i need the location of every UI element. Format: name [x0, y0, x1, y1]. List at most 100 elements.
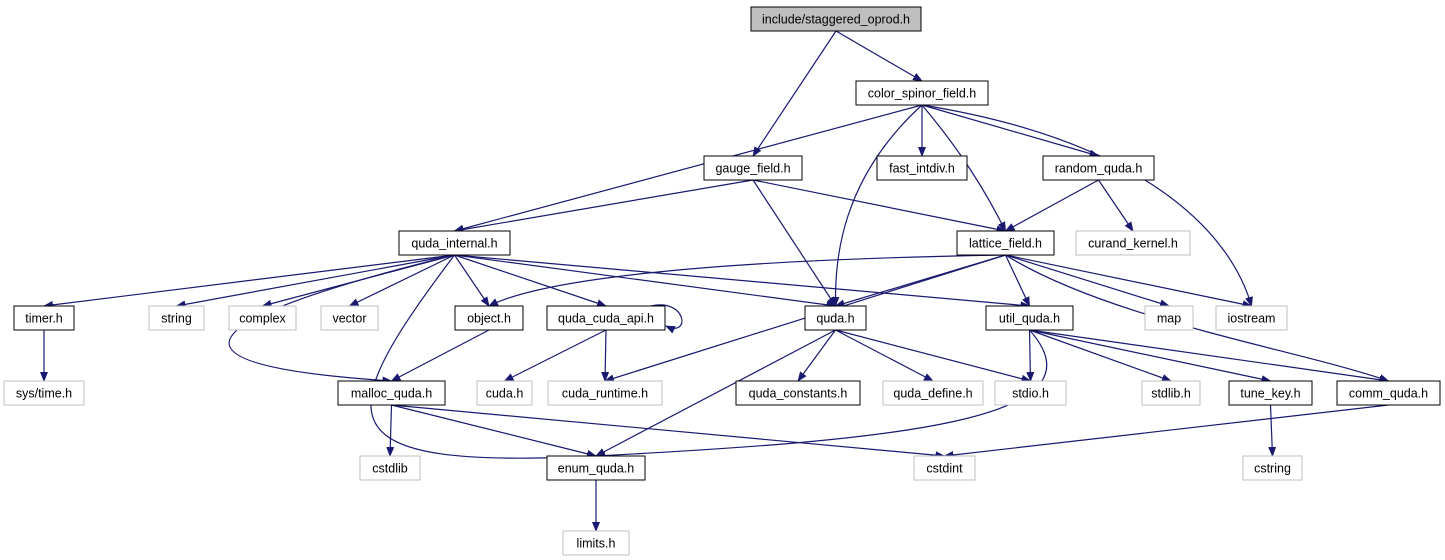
- edge-lattice_field-to-map: [1005, 254, 1170, 308]
- node-cuda-runtime: cuda_runtime.h: [547, 380, 663, 406]
- node-box: [1042, 155, 1155, 181]
- edge-quda_internal-to-string: [175, 254, 455, 309]
- node-label: fast_intdiv.h: [889, 162, 955, 176]
- edge-quda_internal-to-quda: [454, 254, 837, 309]
- edge-quda_internal-to-complex: [261, 254, 455, 308]
- node-box: [546, 305, 666, 331]
- node-fast-intdiv[interactable]: fast_intdiv.h: [876, 155, 968, 181]
- node-complex: complex: [228, 305, 297, 331]
- edge-color_spinor_field-to-quda_internal: [453, 104, 923, 233]
- edge-quda_cuda_api-to-cuda_runtime: [601, 329, 610, 382]
- edge-random_quda-to-lattice_field: [1004, 179, 1099, 232]
- node-cuda: cuda.h: [476, 380, 533, 406]
- edge-util_quda-to-stdio: [1026, 329, 1035, 382]
- node-label: sys/time.h: [16, 387, 72, 401]
- edge-object-to-malloc_quda: [390, 329, 490, 382]
- node-box: [454, 305, 524, 331]
- node-comm-quda[interactable]: comm_quda.h: [1336, 380, 1441, 406]
- edge-quda_internal-to-enum_quda: [370, 254, 597, 461]
- node-cstdlib: cstdlib: [359, 455, 421, 481]
- node-malloc-quda[interactable]: malloc_quda.h: [337, 380, 446, 406]
- node-label: enum_quda.h: [558, 462, 635, 476]
- node-tune-key[interactable]: tune_key.h: [1228, 380, 1313, 406]
- node-quda-internal[interactable]: quda_internal.h: [398, 230, 511, 256]
- node-label: cuda_runtime.h: [562, 387, 648, 401]
- edge-quda_cuda_api-to-cuda: [503, 329, 607, 382]
- edge-util_quda-to-comm_quda: [1029, 329, 1390, 384]
- edge-quda-to-stdio: [835, 329, 1032, 383]
- node-label: stdio.h: [1012, 387, 1049, 401]
- node-string: string: [148, 305, 205, 331]
- edge-color_spinor_field-to-random_quda: [921, 104, 1100, 158]
- node-label: curand_kernel.h: [1088, 237, 1178, 251]
- node-random-quda[interactable]: random_quda.h: [1042, 155, 1155, 181]
- node-label: map: [1157, 312, 1181, 326]
- edge-gauge_field-to-lattice_field: [752, 179, 1007, 234]
- node-sys-time: sys/time.h: [3, 380, 85, 406]
- edge-lattice_field-to-util_quda: [1004, 254, 1031, 307]
- edge-staggered_oprod-to-color_spinor_field: [835, 30, 923, 82]
- node-box: [13, 305, 75, 331]
- node-quda-constants[interactable]: quda_constants.h: [735, 380, 861, 406]
- node-box: [562, 530, 630, 556]
- edges: [40, 30, 1390, 532]
- node-box: [703, 155, 803, 181]
- node-box: [1144, 305, 1194, 331]
- node-enum-quda[interactable]: enum_quda.h: [546, 455, 646, 481]
- edge-quda-to-quda_define: [835, 329, 934, 382]
- node-label: quda_constants.h: [749, 387, 848, 401]
- edge-tune_key-to-cstring: [1268, 404, 1277, 457]
- edge-quda_internal-to-timer: [43, 254, 455, 309]
- edge-quda_internal-to-malloc_quda: [228, 254, 455, 385]
- node-box: [337, 380, 446, 406]
- edge-gauge_field-to-quda_internal: [453, 179, 754, 234]
- node-label: lattice_field.h: [969, 237, 1042, 251]
- edge-lattice_field-to-quda: [834, 254, 1006, 308]
- node-box: [735, 380, 861, 406]
- node-vector: vector: [320, 305, 379, 331]
- edge-color_spinor_field-to-iostream: [921, 104, 1253, 307]
- node-box: [876, 155, 968, 181]
- node-lattice-field[interactable]: lattice_field.h: [956, 230, 1055, 256]
- node-label: object.h: [467, 312, 511, 326]
- node-label: complex: [239, 312, 286, 326]
- edge-color_spinor_field-to-quda: [831, 104, 923, 307]
- node-stdio: stdio.h: [994, 380, 1067, 406]
- node-box: [855, 80, 989, 106]
- edge-quda_internal-to-vector: [348, 254, 455, 307]
- edge-random_quda-to-curand_kernel: [1098, 179, 1134, 232]
- node-label: cuda.h: [486, 387, 524, 401]
- node-util-quda[interactable]: util_quda.h: [985, 305, 1074, 331]
- node-staggered-oprod[interactable]: include/staggered_oprod.h: [750, 6, 922, 32]
- node-label: malloc_quda.h: [351, 387, 432, 401]
- node-label: quda.h: [816, 312, 854, 326]
- node-box: [1075, 230, 1191, 256]
- node-box: [1141, 380, 1201, 406]
- edge-lattice_field-to-object: [488, 254, 1006, 307]
- nodes: include/staggered_oprod.h color_spinor_fi…: [3, 6, 1441, 556]
- edge-quda_internal-to-util_quda: [454, 254, 1031, 310]
- node-quda[interactable]: quda.h: [804, 305, 867, 331]
- edge-quda_cuda_api-to-quda_cuda_api: [650, 304, 683, 334]
- edge-quda_internal-to-object: [454, 254, 490, 307]
- edge-lattice_field-to-iostream: [1005, 254, 1253, 309]
- node-box: [547, 380, 663, 406]
- node-timer[interactable]: timer.h: [13, 305, 75, 331]
- node-box: [546, 455, 646, 481]
- node-color-spinor-field[interactable]: color_spinor_field.h: [855, 80, 989, 106]
- node-limits: limits.h: [562, 530, 630, 556]
- node-box: [994, 380, 1067, 406]
- node-object[interactable]: object.h: [454, 305, 524, 331]
- edge-util_quda-to-enum_quda: [595, 329, 1048, 460]
- node-label: vector: [332, 312, 366, 326]
- node-iostream: iostream: [1215, 305, 1288, 331]
- node-label: color_spinor_field.h: [868, 87, 976, 101]
- node-curand-kernel: curand_kernel.h: [1075, 230, 1191, 256]
- node-label: util_quda.h: [999, 312, 1060, 326]
- node-quda-cuda-api[interactable]: quda_cuda_api.h: [546, 305, 666, 331]
- edge-util_quda-to-tune_key: [1029, 329, 1272, 384]
- node-label: cstring: [1254, 462, 1291, 476]
- node-gauge-field[interactable]: gauge_field.h: [703, 155, 803, 181]
- node-box: [398, 230, 511, 256]
